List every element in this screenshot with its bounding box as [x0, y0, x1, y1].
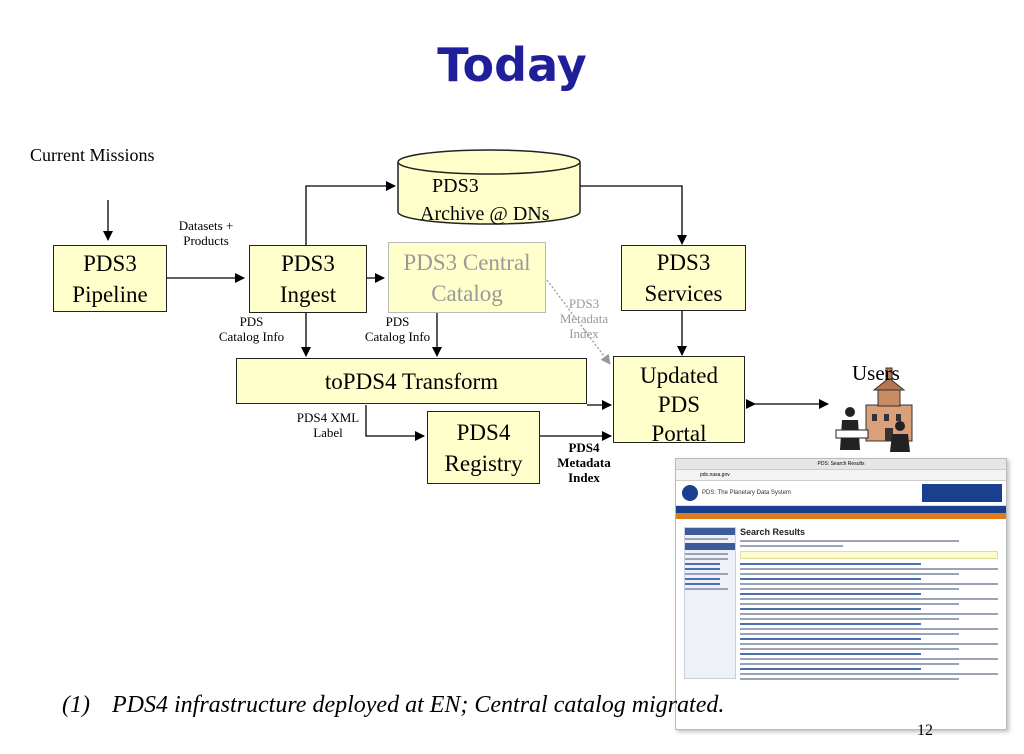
screenshot-nav [676, 506, 1006, 513]
pds4-xml-label-label: PDS4 XML Label [284, 410, 372, 440]
pds3-metadata-index-label: PDS3 Metadata Index [552, 296, 616, 341]
page-number: 12 [917, 722, 933, 739]
pds3-services-line1: PDS3 [656, 250, 711, 275]
users-label: Users [852, 361, 900, 385]
screenshot-search-box [922, 484, 1002, 502]
slide-title: Today [437, 38, 587, 92]
pds-catalog-info-label-2: PDS Catalog Info [350, 314, 445, 344]
pds-catalog-info-label-1: PDS Catalog Info [204, 314, 299, 344]
caption-text: PDS4 infrastructure deployed at EN; Cent… [112, 692, 725, 718]
pds4-metadata-index-line3: Index [568, 470, 600, 485]
pds-catalog-info-1-line1: PDS [239, 314, 264, 329]
pds4-xml-label-line2: Label [313, 425, 343, 440]
nasa-logo-icon [682, 485, 698, 501]
arrow-catalog-to-portal-dotted [546, 279, 611, 365]
caption-number: (1) [62, 692, 90, 718]
topds4-transform-node: toPDS4 Transform [236, 358, 587, 404]
pds3-metadata-index-line3: Index [569, 326, 599, 341]
topds4-transform-label: toPDS4 Transform [324, 368, 499, 394]
pds4-xml-label-line1: PDS4 XML [296, 410, 360, 425]
pds3-central-catalog-line1: PDS3 Central [403, 249, 531, 275]
pds3-central-catalog-line2: Catalog [431, 280, 503, 306]
pds4-registry-line2: Registry [444, 450, 523, 476]
pds3-archive-line2: Archive @ DNs [420, 203, 550, 225]
arrow-transform-to-registry [365, 405, 425, 441]
pds3-pipeline-line1: PDS3 [83, 250, 137, 276]
pds3-pipeline-line2: Pipeline [72, 281, 148, 307]
screenshot-heading: Search Results [740, 527, 806, 537]
pds3-metadata-index-line2: Metadata [559, 311, 609, 326]
screenshot-header: PDS: The Planetary Data System [676, 481, 1006, 506]
screenshot-results: Search Results [740, 527, 998, 727]
screenshot-sidebar [684, 527, 736, 679]
screenshot-subnav [676, 513, 1006, 519]
current-missions-label: Current Missions [30, 145, 155, 165]
pds-catalog-info-2-line2: Catalog Info [364, 329, 431, 344]
pds-catalog-info-1-line2: Catalog Info [218, 329, 285, 344]
pds4-metadata-index-line2: Metadata [557, 455, 611, 470]
datasets-products-label: Datasets + Products [165, 218, 247, 248]
pds-catalog-info-2-line1: PDS [385, 314, 410, 329]
pds3-archive-line1: PDS3 [432, 175, 479, 197]
archive-cylinder [397, 149, 581, 225]
pds3-ingest-line2: Ingest [279, 282, 337, 307]
portal-line1: Updated [640, 363, 718, 388]
arrow-archive-to-services [580, 185, 687, 245]
pds3-metadata-index-line1: PDS3 [568, 296, 600, 311]
pds3-archive-node: PDS3 Archive @ DNs [412, 172, 582, 228]
arrow-ingest-to-archive [305, 181, 396, 245]
pds3-ingest-line1: PDS3 [281, 251, 335, 276]
portal-line2: PDS [657, 392, 701, 417]
screenshot-urlbar: pds.nasa.gov [676, 470, 1006, 481]
pds4-metadata-index-line1: PDS4 [568, 440, 600, 455]
pds4-registry-line1: PDS4 [456, 419, 511, 445]
pds3-services-line2: Services [644, 281, 723, 306]
screenshot-site-name: PDS: The Planetary Data System [702, 490, 791, 496]
portal-screenshot: PDS: Search Results pds.nasa.gov PDS: Th… [675, 458, 1007, 730]
datasets-products-line2: Products [183, 233, 229, 248]
datasets-products-line1: Datasets + [178, 218, 234, 233]
users-icon [835, 367, 913, 452]
pds4-metadata-index-label: PDS4 Metadata Index [549, 440, 619, 485]
screenshot-titlebar: PDS: Search Results [676, 459, 1006, 470]
portal-line3: Portal [651, 421, 707, 446]
